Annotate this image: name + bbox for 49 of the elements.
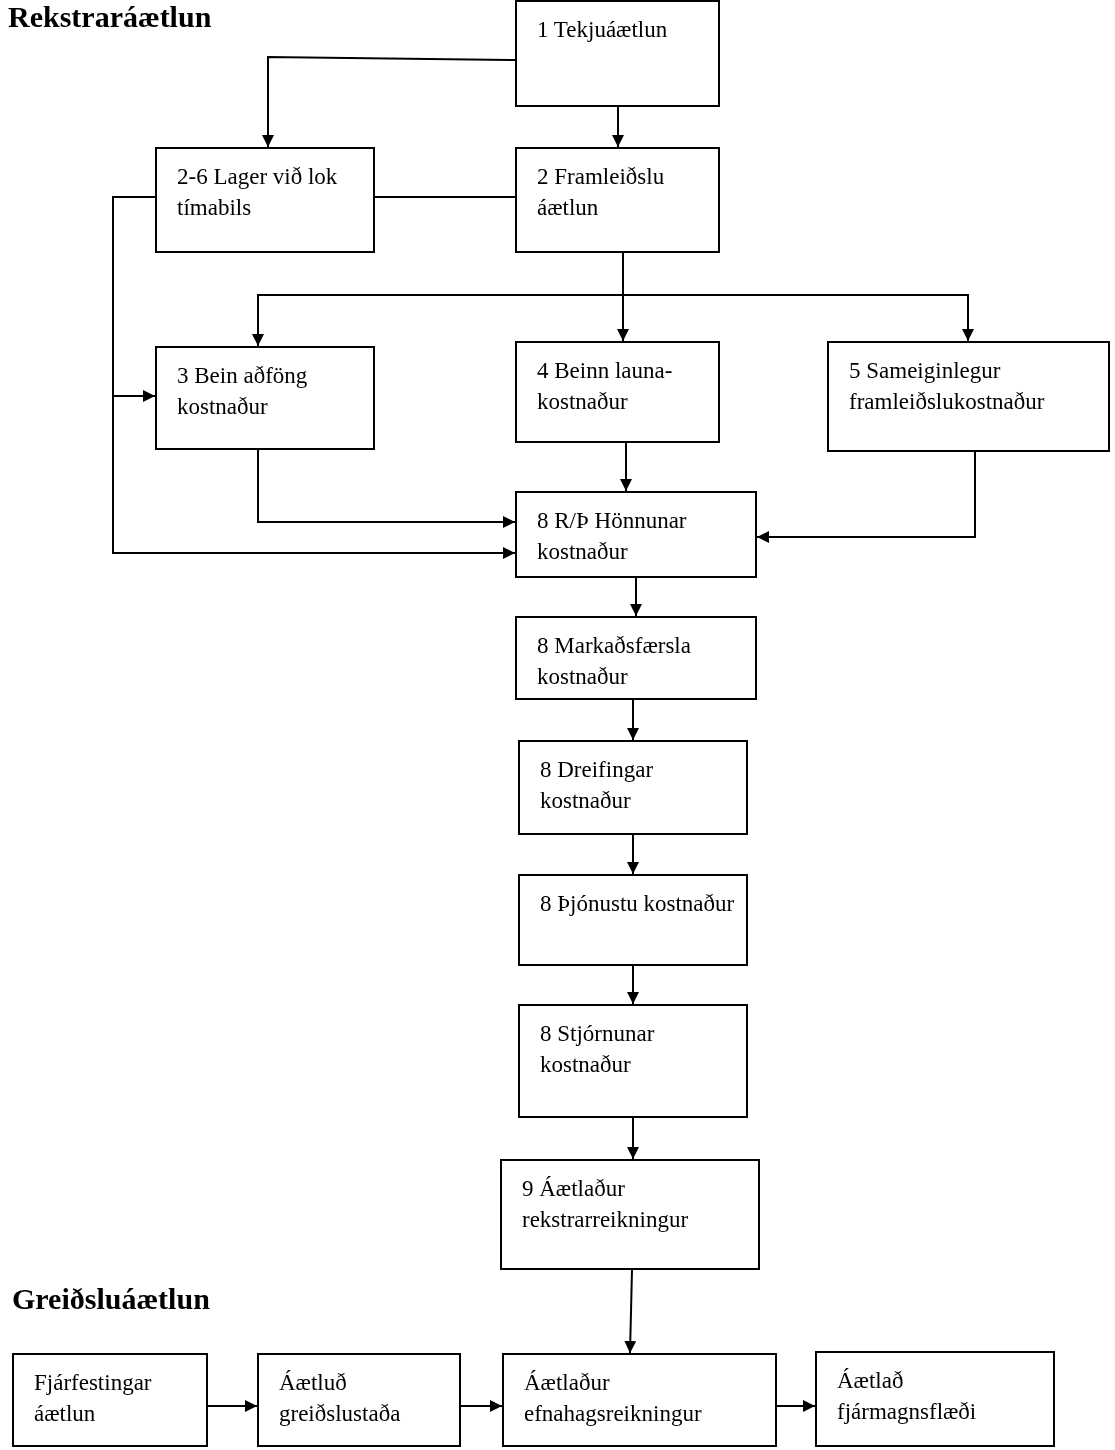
box-label: 3 Bein aðföng kostnaður xyxy=(177,362,309,421)
box-label: Áætluð greiðslustaða xyxy=(279,1369,402,1428)
box-label: 8 R/Þ Hönnunar kostnaður xyxy=(537,507,688,566)
process-box xyxy=(518,740,748,835)
arrow xyxy=(630,577,642,617)
box-label: 8 Dreifingar kostnaður xyxy=(540,756,655,815)
section-heading: Rekstraráætlun xyxy=(8,0,212,34)
box-label: 8 Þjónustu kostnaður xyxy=(540,890,735,918)
box-label: Fjárfestingar áætlun xyxy=(34,1369,153,1428)
process-box xyxy=(518,1004,748,1118)
process-box xyxy=(500,1159,760,1270)
process-box xyxy=(502,1353,777,1447)
arrow xyxy=(207,1400,258,1412)
process-box xyxy=(815,1351,1055,1447)
process-box xyxy=(515,616,757,700)
box-label: 8 Stjórnunar kostnaður xyxy=(540,1020,656,1079)
process-box xyxy=(518,874,748,966)
box-label: 8 Markaðsfærsla kostnaður xyxy=(537,632,692,691)
arrow xyxy=(627,965,639,1005)
box-label: 9 Áætlaður rekstrarreikningur xyxy=(522,1175,690,1234)
process-box xyxy=(515,491,757,578)
arrow xyxy=(620,442,632,492)
process-box xyxy=(257,1353,461,1447)
arrow xyxy=(756,451,976,543)
box-label: 2 Framleiðslu áætlun xyxy=(537,163,666,222)
box-label: 4 Beinn launa-kostnaður xyxy=(537,357,674,416)
arrow xyxy=(624,1269,637,1354)
process-box xyxy=(515,147,720,253)
arrow xyxy=(262,56,516,148)
box-label: 5 Sameiginlegur framleiðslukostnaður xyxy=(849,357,1046,416)
arrow xyxy=(776,1400,816,1412)
arrow xyxy=(460,1400,503,1412)
box-label: 2-6 Lager við lok tímabils xyxy=(177,163,339,222)
process-box xyxy=(515,341,720,443)
section-heading: Greiðsluáætlun xyxy=(12,1282,210,1316)
box-label: 1 Tekjuáætlun xyxy=(537,16,668,44)
arrow xyxy=(627,699,639,741)
arrow xyxy=(627,834,639,875)
process-box xyxy=(515,0,720,107)
process-box xyxy=(155,147,375,253)
process-box xyxy=(155,346,375,450)
box-label: Áætlaður efnahagsreikningur xyxy=(524,1369,703,1428)
arrow xyxy=(112,196,516,559)
arrow xyxy=(627,1117,639,1160)
box-label: Áætlað fjármagnsflæði xyxy=(837,1367,978,1426)
arrow xyxy=(612,106,624,148)
process-box xyxy=(12,1353,208,1447)
arrow xyxy=(257,449,516,528)
process-box xyxy=(827,341,1110,452)
